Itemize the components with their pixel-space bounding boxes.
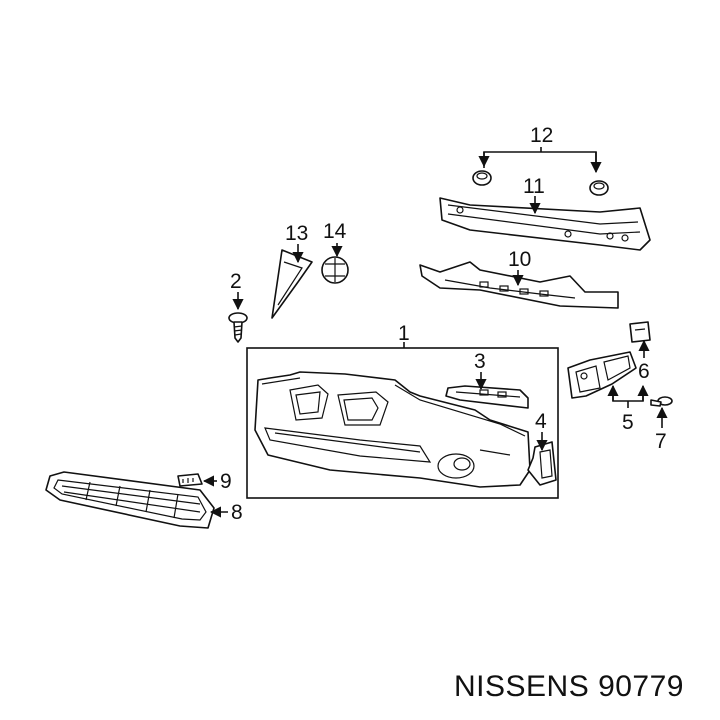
callout-13: 13: [285, 222, 308, 245]
lower-grille: [45, 471, 215, 529]
impact-bar: [439, 197, 651, 251]
callout-5: 5: [622, 411, 634, 434]
callout-4: 4: [535, 410, 547, 433]
clip: [629, 321, 651, 343]
callout-6: 6: [638, 360, 650, 383]
trim-panel: [271, 249, 313, 319]
nut-left: [472, 170, 492, 186]
callout-9: 9: [220, 470, 232, 493]
callout-10: 10: [508, 248, 531, 271]
emblem: [321, 256, 349, 284]
bracket-side: [527, 441, 557, 486]
callout-1: 1: [398, 322, 410, 345]
bumper-cover: [254, 371, 531, 488]
bracket-pair: [567, 351, 637, 399]
part-number: 90779: [598, 670, 684, 703]
callout-12: 12: [530, 124, 553, 147]
callout-11: 11: [523, 175, 545, 198]
insert: [177, 473, 203, 487]
callout-7: 7: [655, 430, 667, 453]
callout-12-group: 12: [478, 124, 602, 174]
callout-3: 3: [474, 350, 486, 373]
brand-part-label: NISSENS 90779: [454, 670, 684, 704]
nut-right: [589, 180, 609, 196]
callout-8: 8: [231, 501, 243, 524]
bumper-frame: [246, 347, 559, 499]
bolt: [650, 396, 673, 407]
brand-name: NISSENS: [454, 670, 590, 703]
bracket-center: [445, 385, 529, 409]
screw: [228, 312, 248, 343]
callout-2: 2: [230, 270, 242, 293]
callout-14: 14: [323, 220, 347, 243]
